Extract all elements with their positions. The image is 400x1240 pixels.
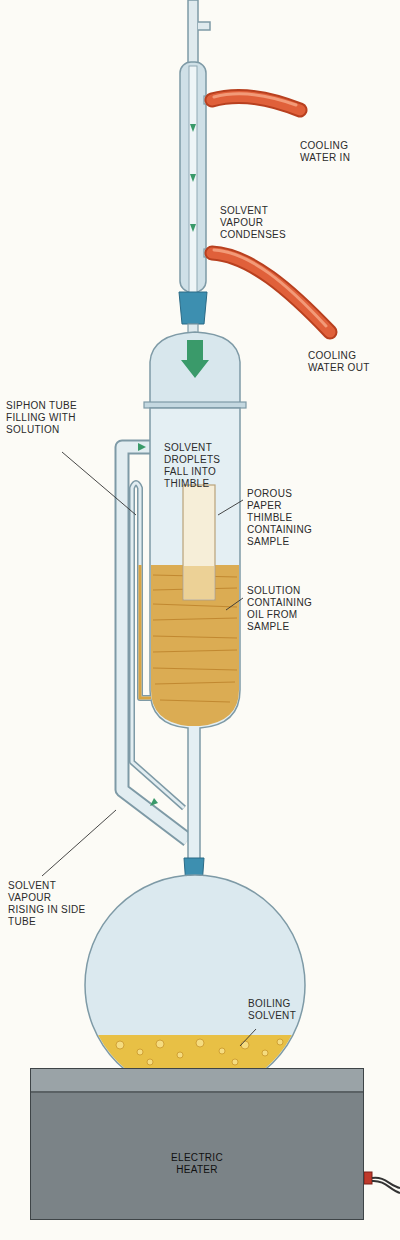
process-label: SOLVENT VAPOUR CONDENSES bbox=[220, 205, 292, 241]
hose-label: COOLING WATER IN bbox=[300, 140, 366, 164]
heater-top-plate bbox=[31, 1069, 363, 1093]
part-label: SOLUTION CONTAINING OIL FROM SAMPLE bbox=[247, 585, 329, 633]
heater-label: ELECTRIC HEATER bbox=[166, 1152, 228, 1176]
process-label: SOLVENT DROPLETS FALL INTO THIMBLE bbox=[164, 442, 238, 490]
electric-heater: ELECTRIC HEATER bbox=[30, 1068, 364, 1220]
part-label: SIPHON TUBE FILLING WITH SOLUTION bbox=[6, 400, 88, 436]
part-label: BOILING SOLVENT bbox=[248, 998, 308, 1022]
hose-label: COOLING WATER OUT bbox=[308, 350, 370, 374]
part-label: POROUS PAPER THIMBLE CONTAINING SAMPLE bbox=[247, 488, 325, 548]
process-label: SOLVENT VAPOUR RISING IN SIDE TUBE bbox=[8, 880, 86, 928]
